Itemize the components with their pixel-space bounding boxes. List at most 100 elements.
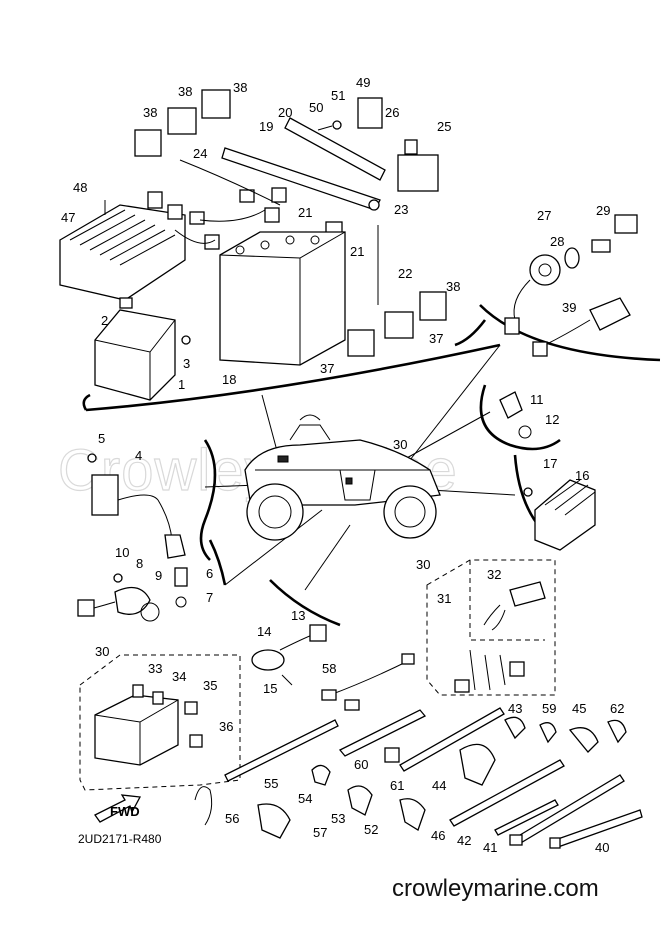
label-30-right: 30 [416, 557, 430, 572]
sensor-6 [174, 567, 188, 608]
ecu-unit-47 [59, 200, 186, 301]
label-43: 43 [508, 701, 522, 716]
label-37-b: 37 [320, 361, 334, 376]
label-19: 19 [259, 119, 273, 134]
label-54: 54 [298, 791, 312, 806]
label-5: 5 [98, 431, 105, 446]
label-4: 4 [135, 448, 142, 463]
ignition-coil-4 [87, 453, 186, 559]
label-22: 22 [398, 266, 412, 281]
cable-ties [224, 707, 643, 849]
label-33: 33 [148, 661, 162, 676]
label-37-a: 37 [429, 331, 443, 346]
label-21-b: 21 [350, 244, 364, 259]
fwd-arrow-icon: FWD [94, 794, 142, 823]
sensor-11 [499, 391, 532, 439]
label-23: 23 [394, 202, 408, 217]
label-38-a: 38 [143, 105, 157, 120]
sensor-8 [77, 573, 160, 622]
label-34: 34 [172, 669, 186, 684]
label-24: 24 [193, 146, 207, 161]
label-38-d: 38 [446, 279, 460, 294]
label-51: 51 [331, 88, 345, 103]
label-62: 62 [610, 701, 624, 716]
label-29: 29 [596, 203, 610, 218]
main-switch-27 [504, 214, 638, 335]
label-45: 45 [572, 701, 586, 716]
starter-relay-25 [317, 97, 439, 192]
fwd-label: FWD [110, 804, 140, 819]
label-56: 56 [225, 811, 239, 826]
divider-left-sensor [208, 539, 227, 586]
divider-sensor-bottom [269, 579, 341, 627]
label-47: 47 [61, 210, 75, 225]
label-48: 48 [73, 180, 87, 195]
label-55: 55 [264, 776, 278, 791]
label-38-b: 38 [178, 84, 192, 99]
label-25: 25 [437, 119, 451, 134]
label-39: 39 [562, 300, 576, 315]
cdi-unit-1 [94, 297, 191, 401]
label-20: 20 [278, 105, 292, 120]
label-61: 61 [390, 778, 404, 793]
dc-socket-39 [532, 297, 631, 357]
harness-connectors [147, 159, 281, 250]
label-18: 18 [222, 372, 236, 387]
label-13: 13 [291, 608, 305, 623]
label-21-a: 21 [298, 205, 312, 220]
label-49: 49 [356, 75, 370, 90]
label-2: 2 [101, 313, 108, 328]
label-46: 46 [431, 828, 445, 843]
label-38-c: 38 [233, 80, 247, 95]
label-36: 36 [219, 719, 233, 734]
label-30-left: 30 [95, 644, 109, 659]
label-3: 3 [183, 356, 190, 371]
label-6: 6 [206, 566, 213, 581]
label-42: 42 [457, 833, 471, 848]
atv-illustration [244, 414, 441, 541]
divider-upper [85, 343, 501, 412]
divider-switch [479, 384, 561, 451]
label-41: 41 [483, 840, 497, 855]
site-url[interactable]: crowleymarine.com [392, 875, 599, 902]
divider-left-coil [199, 439, 217, 561]
leader-harness [304, 524, 351, 591]
label-32: 32 [487, 567, 501, 582]
label-12: 12 [545, 412, 559, 427]
label-11: 11 [530, 392, 544, 407]
leader-key [409, 344, 501, 461]
clamps [194, 716, 627, 839]
label-40: 40 [595, 840, 609, 855]
label-44: 44 [432, 778, 446, 793]
label-16: 16 [575, 468, 589, 483]
label-26: 26 [385, 105, 399, 120]
leader-regulator [429, 489, 516, 496]
label-60: 60 [354, 757, 368, 772]
battery-18 [219, 231, 346, 366]
label-57: 57 [313, 825, 327, 840]
sensor-13 [251, 624, 327, 686]
label-8: 8 [136, 556, 143, 571]
relays-37-38 [347, 291, 447, 357]
diagram-code: 2UD2171-R480 [78, 832, 162, 846]
label-7: 7 [206, 590, 213, 605]
label-27: 27 [537, 208, 551, 223]
label-15: 15 [263, 681, 277, 696]
label-17: 17 [543, 456, 557, 471]
divider-right-top [479, 304, 661, 362]
harness-58 [321, 653, 415, 711]
label-9: 9 [155, 568, 162, 583]
label-50: 50 [309, 100, 323, 115]
label-30-atv: 30 [393, 437, 407, 452]
label-31: 31 [437, 591, 451, 606]
harness-box-30 [426, 559, 556, 696]
fuse-box-30 [79, 654, 241, 791]
label-35: 35 [203, 678, 217, 693]
regulator-16 [523, 479, 596, 551]
label-28: 28 [550, 234, 564, 249]
label-58: 58 [322, 661, 336, 676]
label-53: 53 [331, 811, 345, 826]
divider-upper-end [82, 393, 91, 411]
